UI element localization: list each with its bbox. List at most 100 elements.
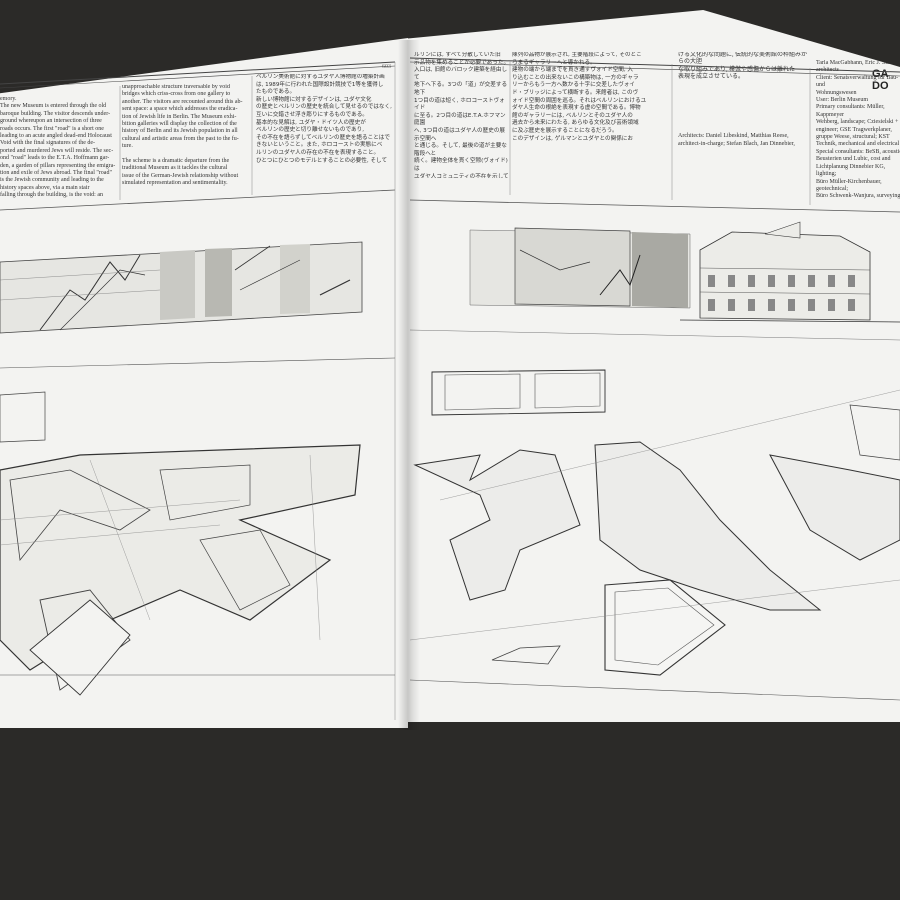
text-line: Architects: Daniel Libeskind, Matthias R…	[678, 133, 789, 140]
left-english-column-2: unapproachable structure traversable by …	[122, 84, 250, 212]
text-line: tion of Jewish life in Berlin. The Museu…	[122, 113, 237, 120]
text-line: Primary consultants: Müller, Kappmeyer	[816, 104, 887, 118]
text-line: issue of the German-Jewish relationship …	[122, 172, 239, 179]
left-english-column-1: emory.The new Museum is entered through …	[0, 96, 118, 214]
text-line: たものである。	[256, 89, 296, 96]
right-credits-column-2: Tarla MacGabhann, Eric J. Schall,archite…	[816, 60, 900, 220]
right-floor-plans	[409, 369, 900, 701]
text-line: 新しい博物館に対するデザインは, ユダヤ文化	[256, 96, 372, 103]
building-window	[848, 299, 855, 311]
baroque-building-windows	[708, 275, 855, 311]
text-line: 互いに交錯させ浮き彫りにするものである。	[256, 111, 368, 118]
text-line: ユダヤ人コミュニティの不在を示している。	[414, 173, 509, 179]
text-line: ture.	[122, 143, 133, 150]
text-line: leading to an acute angled dead-end Holo…	[0, 133, 112, 140]
text-line: ひとつにひとつのモデルとすることの必要性, そして	[256, 157, 388, 164]
text-line: 館のギャラリーには, ベルリンとそのユダヤ人の	[512, 112, 633, 119]
text-line: 1つ目の道は短く, ホロコーストヴォイド	[414, 97, 505, 112]
building-window	[828, 299, 835, 311]
text-line: 過去から未来にわたる, あらゆる文化及び芸術領域	[512, 120, 639, 127]
left-floor-plan	[0, 357, 396, 696]
text-line: は, 1989年に行われた国際設計競技で1等を獲得し	[256, 81, 384, 88]
building-window	[808, 275, 815, 287]
text-line: The scheme is a dramatic departure from …	[122, 158, 230, 165]
text-line: gruppe Weese, structural; KST	[816, 134, 890, 141]
text-line: The new Museum is entered through the ol…	[0, 103, 107, 110]
text-line: Wehberg, landscape; Cziesielski +	[816, 119, 899, 126]
text-line: ground whereupon an intersection of thre…	[0, 118, 102, 125]
text-line: Lichtplanung Dinnebier KG, lighting;	[816, 163, 887, 178]
text-line: history spaces above, via a main stair	[0, 184, 90, 191]
text-line: な取り組みであり, 模倣や感傷からは離れた	[678, 66, 795, 73]
text-line: sent space: a space which addresses the …	[122, 106, 238, 113]
text-line: Technik, mechanical and electrical	[816, 141, 900, 148]
text-line: roads occurs. The first "road" is a shor…	[0, 125, 104, 132]
building-window	[708, 275, 715, 287]
building-window	[728, 299, 735, 311]
text-line: is the Jewish community and leading to t…	[0, 177, 104, 184]
text-line: へ, 3つ目の道はユダヤ人の歴史の展示空間へ	[414, 127, 506, 142]
text-line: ported and murdered Jews will reside. Th…	[0, 147, 114, 154]
building-window	[748, 299, 755, 311]
text-line: bition galleries will display the collec…	[122, 121, 237, 128]
text-line: Client: Senatsverwaltung für Bau- und	[816, 74, 900, 89]
text-line: ベルリンの歴史と切り離せないものであり,	[256, 127, 365, 134]
text-line: Wohnungswesen	[816, 89, 857, 96]
text-line: ダヤ人生命の根絶を表現する虚の空間である。博物	[512, 105, 641, 112]
text-line: another. The visitors are recounted arou…	[122, 98, 243, 105]
building-window	[808, 299, 815, 311]
text-line: 表現を成立させている。	[678, 74, 745, 81]
text-line: り込むことの出来ないこの構築物は, 一方のギャラ	[512, 74, 639, 81]
text-line: ond "road" leads to the E.T.A. Hoffmann …	[0, 155, 110, 162]
text-line: Büro Schwenk-Wanjura, surveying	[816, 193, 900, 200]
text-line: 示品物を集めることが必要であった。	[414, 59, 510, 66]
text-line: このデザインは, ゲルマンとユダヤとの関係にお	[512, 135, 633, 142]
text-line: den, a garden of pillars representing th…	[0, 162, 116, 169]
text-line: ォイド空間の周囲を巡る。それはベルリンにおけるユ	[512, 97, 647, 104]
text-line: ルリンのユダヤ人の存在の不在を表現すること。	[256, 149, 380, 156]
text-line: tion and exile of Jews abroad. The final…	[0, 170, 112, 177]
right-credits-column-1: ける文化的な問題に, 伝統的な美術館の枠組みからの大胆な取り組みであり, 模倣や…	[678, 52, 810, 212]
text-line: unapproachable structure traversable by …	[122, 84, 230, 90]
text-line: User: Berlin Museum	[816, 97, 868, 104]
text-line: ルリンには, すべて分散していた旧	[414, 52, 501, 58]
building-window	[728, 275, 735, 287]
text-line: 基本的な見解は, ユダヤ・ドイツ人の歴史が	[256, 119, 366, 126]
text-line: その不在を語らずしてベルリンの歴史を語ることはで	[256, 134, 390, 141]
building-window	[828, 275, 835, 287]
building-window	[768, 275, 775, 287]
building-window	[788, 299, 795, 311]
text-line: 地下へ下る。3つの「道」が交差する地下	[414, 82, 508, 96]
text-line: architect-in-charge; Stefan Blach, Jan D…	[678, 140, 795, 147]
text-line: cultural and artistic areas from the pas…	[122, 135, 239, 142]
text-line: ド・ブリッジによって横断する。来館者は, このヴ	[512, 89, 639, 96]
text-line: 建物の端から端までを貫き通すヴォイド空間, 入	[512, 67, 634, 74]
building-window	[768, 299, 775, 311]
text-line: 陳列の品物が展示され, 主要階段によって, そのとこ	[512, 52, 642, 58]
text-line: Büro Müller-Kirchenbauer, geotechnical;	[816, 178, 884, 192]
left-japanese-column: ベルリン美術館に対するユダヤ人博物館の増築計画は, 1989年に行われた国際設計…	[256, 74, 396, 202]
building-window	[848, 275, 855, 287]
building-window	[788, 275, 795, 287]
text-line: simulated representation and sentimental…	[122, 180, 228, 187]
text-line: ける文化的な問題に, 伝統的な美術館の枠組みからの大胆	[678, 52, 808, 66]
book-gutter	[398, 40, 420, 730]
text-line: 入口は, 旧館のバロック建築を経由して	[414, 67, 508, 81]
right-japanese-column-1: ルリンには, すべて分散していた旧示品物を集めることが必要であった。入口は, 旧…	[414, 52, 510, 178]
left-elevation-drawing	[0, 241, 363, 334]
text-line: に至る。2つ目の道はE.T.A.ホフマン庭園	[414, 112, 506, 127]
right-elevation-drawing	[409, 221, 900, 341]
text-line: 続く。建物全体を貫く空隙(ヴォイド)は	[414, 158, 508, 172]
text-line: に及ぶ歴史を展示することになるだろう。	[512, 127, 618, 134]
text-line: baroque building. The visitor descends u…	[0, 110, 111, 117]
text-line: history of Berlin and its Jewish populat…	[122, 128, 238, 135]
text-line: ベルリン美術館に対するユダヤ人博物館の増築計画	[256, 74, 385, 80]
text-line: きないということ。また, ホロコーストの実態にベ	[256, 142, 383, 149]
text-line: Void with the final signatures of the de…	[0, 140, 96, 147]
text-line: traditional Museum as it tackles the cul…	[122, 165, 228, 172]
building-window	[748, 275, 755, 287]
text-line: Special consultants: BeSB, acoustic;	[816, 148, 900, 155]
text-line: falling through the building, is the voi…	[0, 192, 103, 199]
